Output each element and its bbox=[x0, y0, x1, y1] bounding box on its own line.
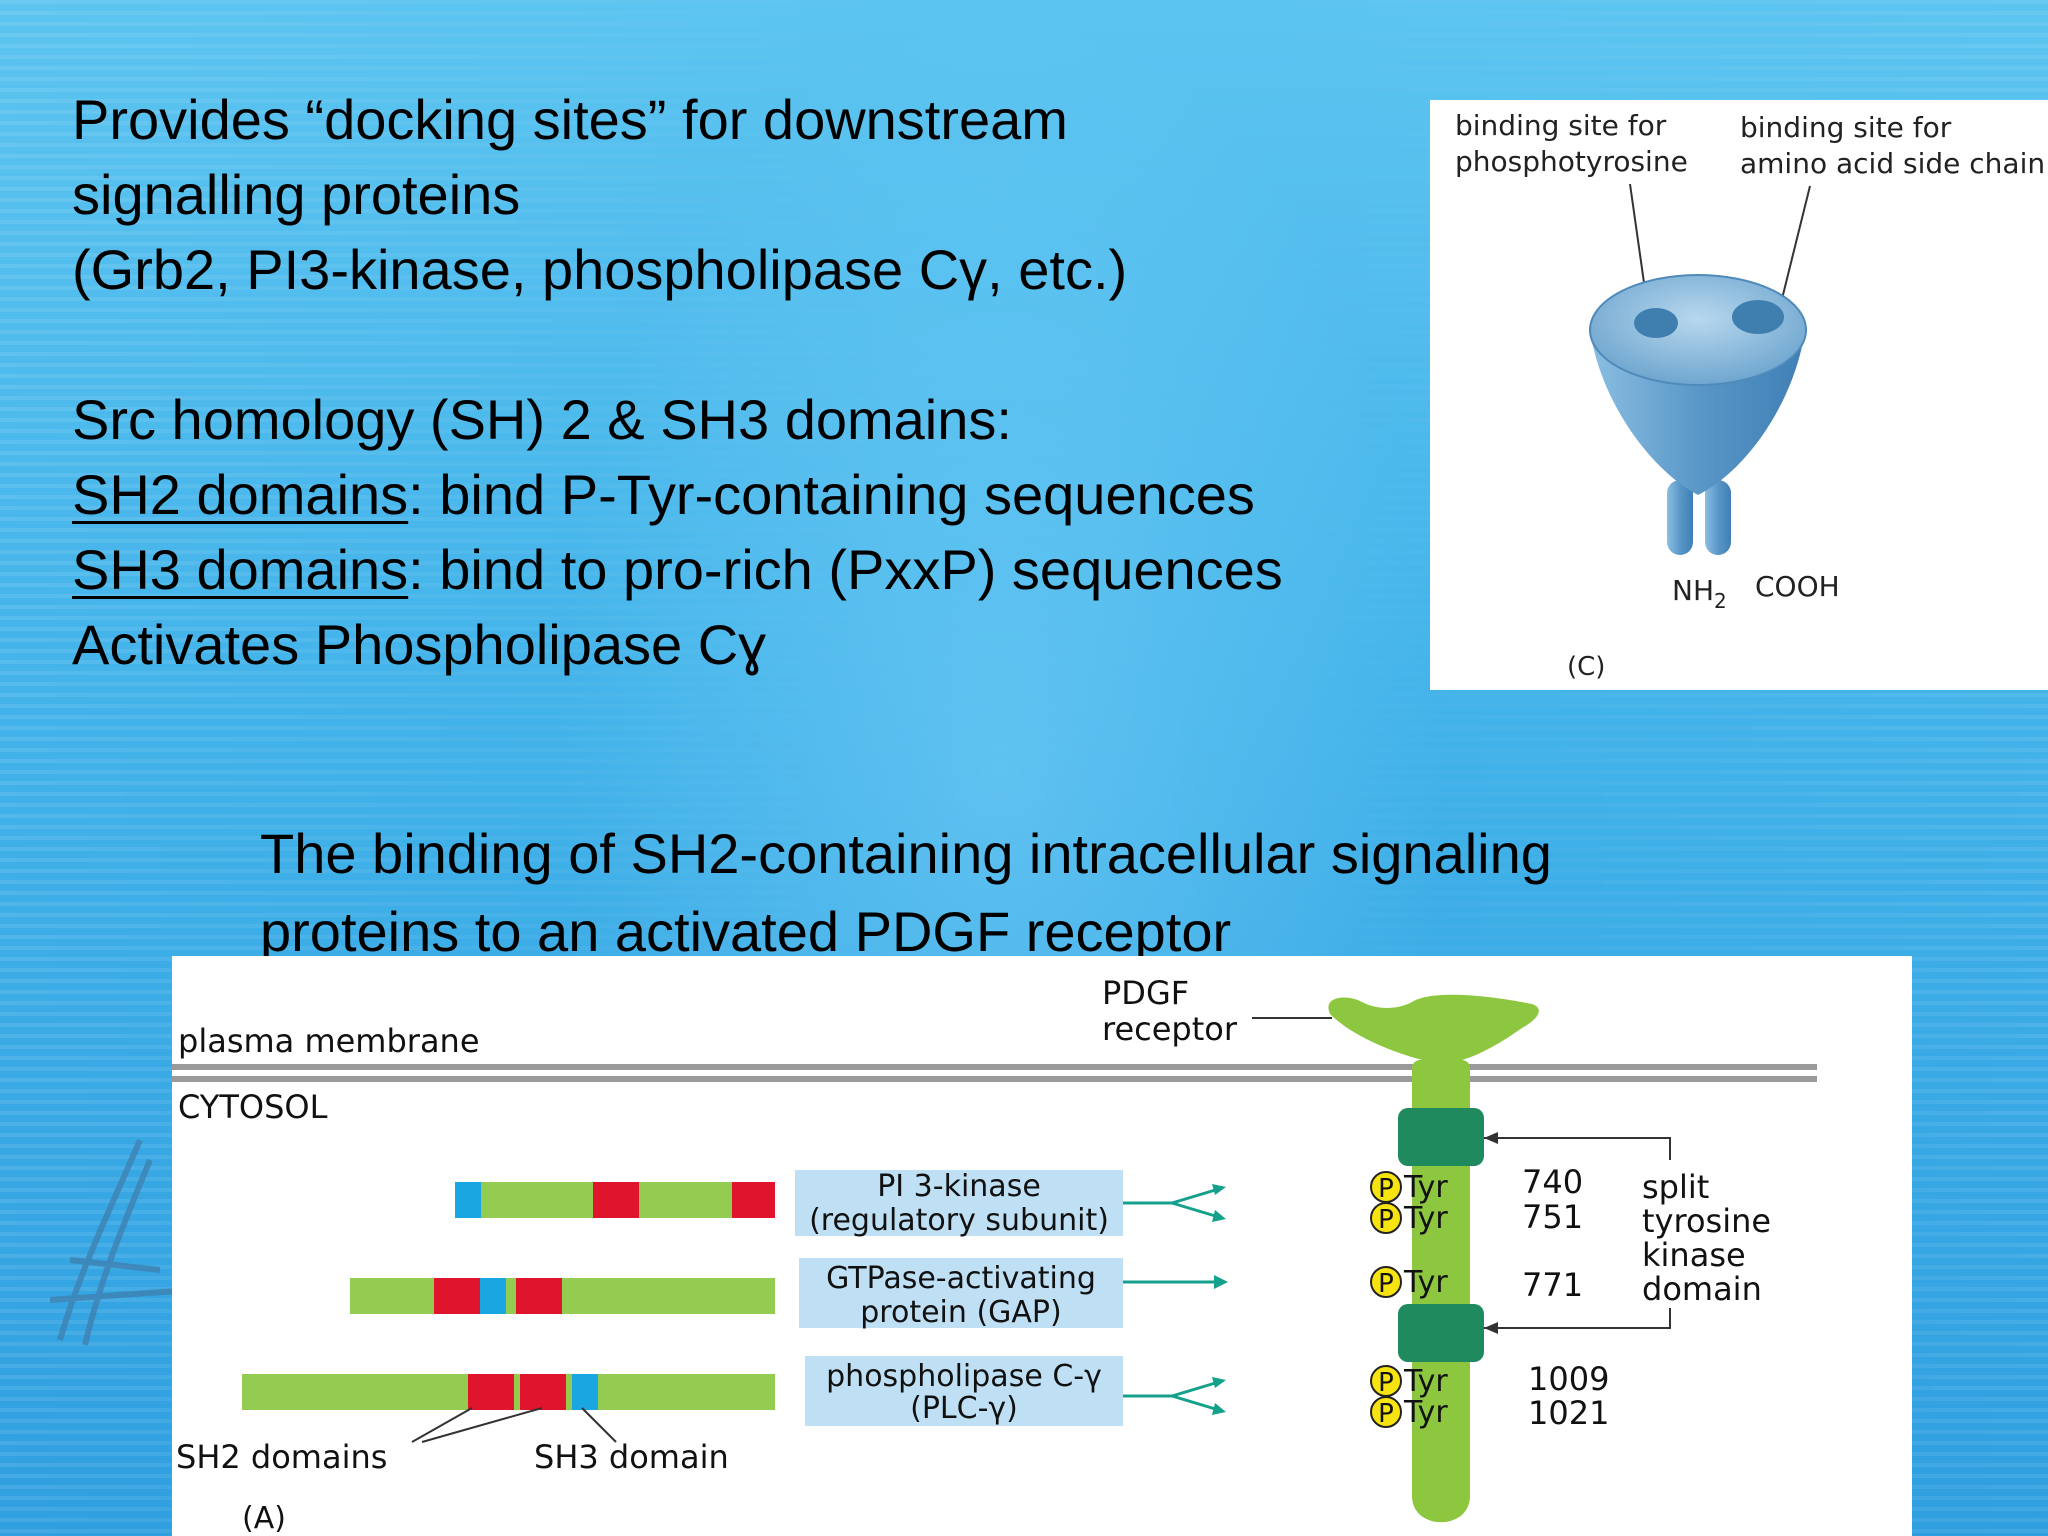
intro-line-3: (Grb2, PI3-kinase, phospholipase Cγ, etc… bbox=[72, 238, 1128, 301]
pdgf-label-line1: PDGF bbox=[1102, 974, 1189, 1012]
phospho-tyr-771: P Tyr bbox=[1370, 1265, 1448, 1300]
label-phosphotyrosine-line1: binding site for bbox=[1455, 109, 1667, 142]
gap-label-box bbox=[799, 1258, 1123, 1328]
intro-line-2: signalling proteins bbox=[72, 163, 521, 226]
arrowheads bbox=[1212, 1184, 1228, 1415]
plc-gamma-domain-bar bbox=[242, 1374, 775, 1410]
svg-text:P: P bbox=[1378, 1368, 1394, 1398]
residue-1009: 1009 bbox=[1528, 1360, 1609, 1398]
bracket-arrowhead-top bbox=[1484, 1132, 1498, 1144]
sh2-domain-shape bbox=[1589, 274, 1807, 555]
binding-arrows bbox=[1123, 1186, 1223, 1413]
sh3-description: : bind to pro-rich (PxxP) sequences bbox=[408, 538, 1283, 601]
sh3-line: SH3 domains: bind to pro-rich (PxxP) seq… bbox=[72, 532, 1452, 607]
split-kinase-bracket bbox=[1484, 1137, 1671, 1329]
pdgf-label-line2: receptor bbox=[1102, 1010, 1238, 1048]
label-side-chain-line1: binding site for bbox=[1740, 111, 1952, 144]
src-heading: Src homology (SH) 2 & SH3 domains: bbox=[72, 388, 1012, 451]
plc-label-line1: phospholipase C-γ bbox=[826, 1359, 1102, 1394]
label-side-chain-line2: amino acid side chain bbox=[1740, 147, 2045, 180]
sh3-domain-label: SH3 domain bbox=[534, 1438, 729, 1476]
svg-text:Tyr: Tyr bbox=[1403, 1265, 1448, 1300]
svg-text:P: P bbox=[1378, 1269, 1394, 1299]
phospho-tyr-1009: P Tyr bbox=[1370, 1364, 1448, 1399]
panel-c-label: (C) bbox=[1567, 652, 1605, 682]
residue-751: 751 bbox=[1522, 1198, 1583, 1236]
gap-domain-bar bbox=[350, 1278, 775, 1314]
cytosol-label: CYTOSOL bbox=[178, 1088, 328, 1126]
gap-label-line1: GTPase-activating bbox=[826, 1261, 1096, 1296]
split-label-line1: split bbox=[1642, 1168, 1709, 1206]
plc-label-line2: (PLC-γ) bbox=[910, 1391, 1018, 1426]
membrane-line-top bbox=[172, 1064, 1817, 1070]
slide-text-block: Provides “docking sites” for downstream … bbox=[72, 82, 1452, 682]
split-label-line2: tyrosine bbox=[1642, 1202, 1771, 1240]
sh2-domain-figure: binding site for phosphotyrosine binding… bbox=[1430, 100, 2048, 690]
phospho-tyr-751: P Tyr bbox=[1370, 1201, 1448, 1236]
residue-771: 771 bbox=[1522, 1266, 1583, 1304]
svg-text:Tyr: Tyr bbox=[1403, 1201, 1448, 1236]
sh2-line: SH2 domains: bind P-Tyr-containing seque… bbox=[72, 457, 1452, 532]
decorative-logo-graphic bbox=[49, 1138, 191, 1346]
domain-callout-lines bbox=[411, 1407, 617, 1443]
pi3k-label-line2: (regulatory subunit) bbox=[809, 1203, 1109, 1238]
caption-line-2: proteins to an activated PDGF receptor bbox=[260, 900, 1232, 963]
plc-label-box bbox=[805, 1356, 1123, 1426]
svg-text:P: P bbox=[1378, 1174, 1394, 1204]
cooh-label: COOH bbox=[1755, 570, 1840, 603]
residue-1021: 1021 bbox=[1528, 1394, 1609, 1432]
bracket-arrowhead-bottom bbox=[1484, 1322, 1498, 1334]
sh2-domains-label: SH2 domains bbox=[176, 1438, 387, 1476]
pointer-line-right bbox=[1777, 185, 1811, 316]
plasma-membrane-label: plasma membrane bbox=[178, 1022, 480, 1060]
pdgf-receptor-figure: plasma membrane CYTOSOL PDGF receptor bbox=[172, 956, 1912, 1536]
phospho-tyr-1021: P Tyr bbox=[1370, 1395, 1448, 1430]
svg-text:Tyr: Tyr bbox=[1403, 1364, 1448, 1399]
activates-line: Activates Phospholipase Cɣ bbox=[72, 613, 767, 676]
intro-line-1: Provides “docking sites” for downstream bbox=[72, 88, 1068, 151]
gap-label-line2: protein (GAP) bbox=[860, 1295, 1061, 1330]
sh2-description: : bind P-Tyr-containing sequences bbox=[408, 463, 1255, 526]
svg-text:Tyr: Tyr bbox=[1403, 1170, 1448, 1205]
caption-line-1: The binding of SH2-containing intracellu… bbox=[260, 822, 1552, 885]
svg-text:P: P bbox=[1378, 1205, 1394, 1235]
sh3-term: SH3 domains bbox=[72, 538, 409, 601]
pi3k-domain-bar bbox=[455, 1182, 775, 1218]
svg-text:P: P bbox=[1378, 1399, 1394, 1429]
figure-caption: The binding of SH2-containing intracellu… bbox=[260, 815, 1760, 971]
svg-text:Tyr: Tyr bbox=[1403, 1395, 1448, 1430]
spacer bbox=[72, 307, 1452, 382]
pi3k-label-box bbox=[795, 1170, 1123, 1236]
panel-a-label: (A) bbox=[242, 1501, 286, 1536]
pdgf-receptor bbox=[1328, 994, 1539, 1523]
nh2-label: NH2 bbox=[1672, 574, 1727, 613]
residue-740: 740 bbox=[1522, 1163, 1583, 1201]
phospho-tyr-740: P Tyr bbox=[1370, 1170, 1448, 1205]
sh2-term: SH2 domains bbox=[72, 463, 409, 526]
label-phosphotyrosine-line2: phosphotyrosine bbox=[1455, 145, 1688, 178]
membrane-line-bottom bbox=[172, 1076, 1817, 1082]
split-label-line4: domain bbox=[1642, 1270, 1762, 1308]
split-label-line3: kinase bbox=[1642, 1236, 1746, 1274]
pi3k-label-line1: PI 3-kinase bbox=[877, 1169, 1041, 1204]
